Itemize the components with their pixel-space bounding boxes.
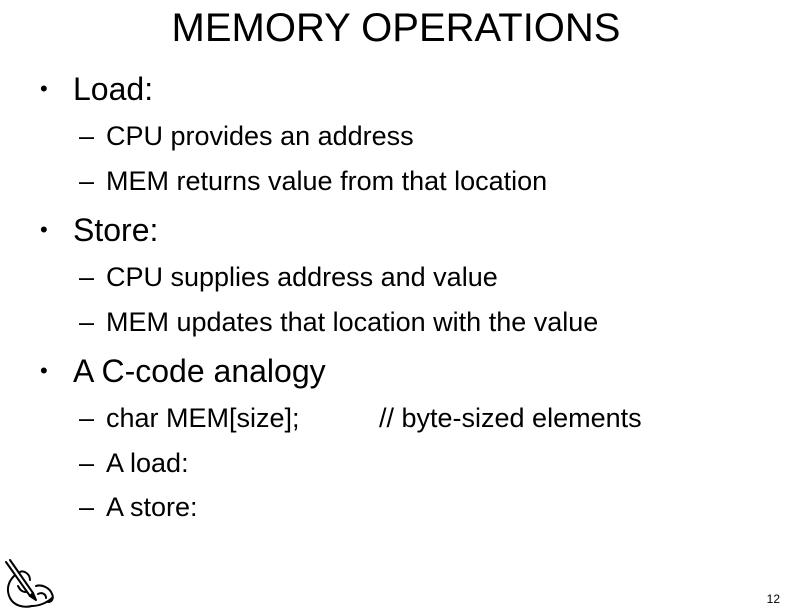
subitem-text: char MEM[size]; [106, 403, 300, 433]
dash-glyph: – [79, 307, 95, 337]
page-number: 12 [766, 592, 780, 606]
writing-hand-icon [5, 559, 54, 608]
subitem: –CPU provides an address [79, 120, 414, 152]
bullet-glyph: • [40, 76, 48, 101]
bullet-load: • Load: [40, 70, 153, 108]
subitem-text: A store: [106, 492, 198, 522]
bullet-store: • Store: [40, 211, 158, 249]
dash-glyph: – [79, 166, 95, 196]
bullet-text: A C-code analogy [73, 353, 326, 389]
dash-glyph: – [79, 448, 95, 478]
dash-glyph: – [79, 492, 95, 522]
subitem: –CPU supplies address and value [79, 261, 498, 293]
subitem: –char MEM[size]; [79, 402, 300, 434]
subitem-text: CPU supplies address and value [106, 262, 498, 292]
bullet-c-code-analogy: • A C-code analogy [40, 352, 326, 390]
slide-title: MEMORY OPERATIONS [171, 6, 621, 50]
subitem: –MEM returns value from that location [79, 165, 547, 197]
bullet-text: Load: [73, 71, 154, 107]
dash-glyph: – [79, 403, 95, 433]
subitem: –MEM updates that location with the valu… [79, 306, 598, 338]
bullet-text: Store: [73, 212, 159, 248]
bullet-glyph: • [40, 217, 48, 242]
subitem-text: MEM updates that location with the value [106, 307, 599, 337]
subitem: –A load: [79, 447, 189, 479]
bullet-glyph: • [40, 358, 48, 383]
dash-glyph: – [79, 262, 95, 292]
dash-glyph: – [79, 121, 95, 151]
subitem-text: CPU provides an address [106, 121, 414, 151]
code-comment: // byte-sized elements [379, 403, 642, 433]
subitem-text: MEM returns value from that location [106, 166, 548, 196]
subitem: –A store: [79, 491, 198, 523]
subitem-text: A load: [106, 448, 189, 478]
